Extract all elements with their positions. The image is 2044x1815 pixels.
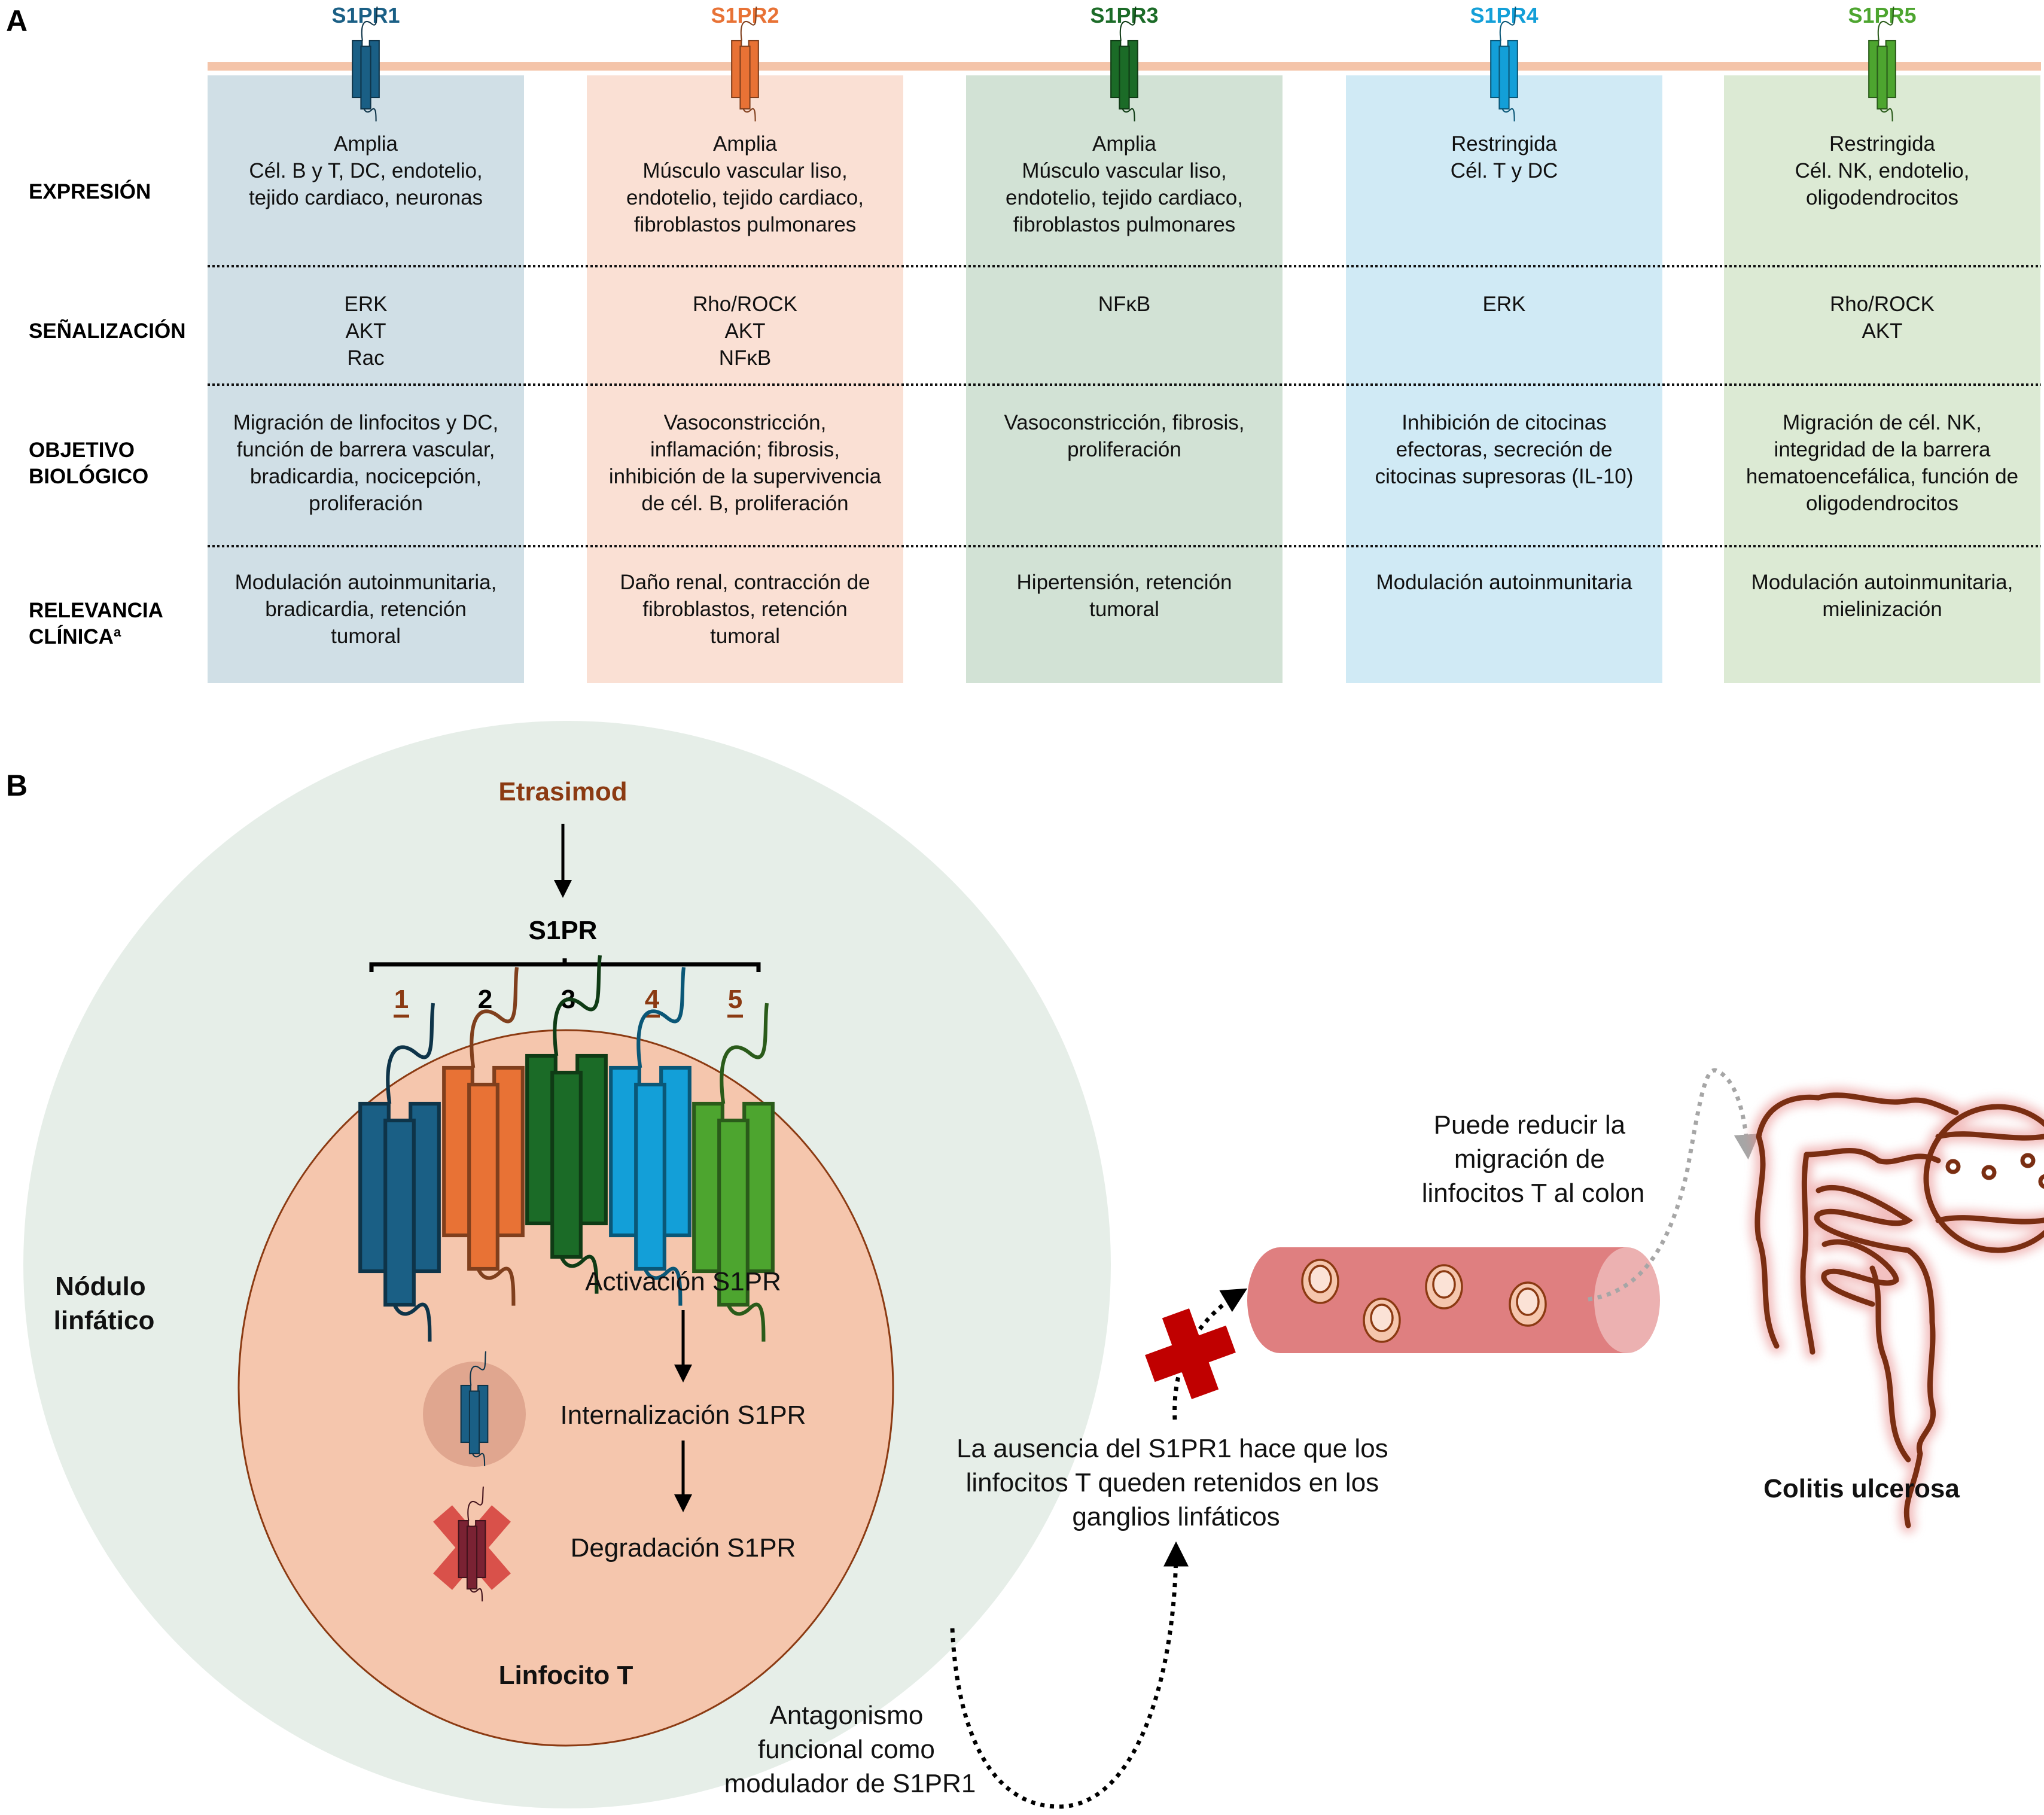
receptor-icon xyxy=(731,6,759,121)
subtype-underline xyxy=(394,1015,409,1018)
endosome-vesicle-icon xyxy=(423,1351,526,1467)
receptor-icon xyxy=(352,6,380,121)
antagonism-text: Antagonismo funcional como modulador de … xyxy=(724,1701,976,1798)
colon-outline xyxy=(1814,1184,1914,1253)
panel-a: A EXPRESIÓN SEÑALIZACIÓN OBJETIVO BIOLÓG… xyxy=(6,3,2041,683)
membrane-receptor-3 xyxy=(525,955,608,1294)
cell-clinical: Modulación autoinmunitaria,mielinización xyxy=(1751,571,2013,621)
panel-b: B Nódulo linfático Linfocito T Etrasimod… xyxy=(6,721,2044,1809)
colon-outline xyxy=(1754,1092,1959,1349)
cell-signaling: NFκB xyxy=(1098,293,1151,316)
subtype-number: 2 xyxy=(478,985,492,1014)
receptor-column-s1pr2 xyxy=(587,75,903,683)
subtype-number: 5 xyxy=(728,985,742,1014)
retention-text: La ausencia del S1PR1 hace que los linfo… xyxy=(956,1434,1396,1531)
row-labels: EXPRESIÓN SEÑALIZACIÓN OBJETIVO BIOLÓGIC… xyxy=(29,179,186,648)
row-label-objetivo: OBJETIVO BIOLÓGICO xyxy=(29,438,148,488)
receptor-header: S1PR3 xyxy=(1090,3,1158,28)
lymphocyte-in-vessel xyxy=(1425,1264,1463,1310)
subtype-bracket xyxy=(369,958,761,972)
receptor-header: S1PR4 xyxy=(1470,3,1538,28)
receptor-icon xyxy=(1110,6,1138,121)
receptor-header: S1PR2 xyxy=(711,3,779,28)
cell-objective: Vasoconstricción,inflamación; fibrosis,i… xyxy=(609,411,882,515)
membrane-receptor-4 xyxy=(609,967,692,1306)
subtype-number: 1 xyxy=(394,985,409,1014)
colon-outline xyxy=(1804,1147,1941,1165)
dotted-arrow-antagonism xyxy=(950,1541,1189,1809)
membrane-receptor-5 xyxy=(692,1003,775,1342)
cell-signaling: ERK xyxy=(1483,293,1526,316)
colon-outline xyxy=(1935,1131,2044,1141)
lymphocyte-in-vessel xyxy=(1363,1298,1401,1343)
cell-objective: Migración de linfocitos y DC,función de … xyxy=(233,411,499,515)
row-dividers xyxy=(208,265,2041,547)
receptor-icon xyxy=(1490,6,1518,121)
row-label-relevancia: RELEVANCIA CLÍNICAa xyxy=(29,599,168,648)
membrane-receptor-2 xyxy=(442,967,525,1306)
colon-outline xyxy=(1935,1215,2044,1225)
step-degradation: Degradación S1PR xyxy=(571,1533,796,1563)
mucosal-ulcer xyxy=(2038,1174,2044,1189)
degraded-receptor-x-icon xyxy=(433,1486,511,1601)
receptor-header: S1PR1 xyxy=(331,3,400,28)
receptor-column-s1pr1 xyxy=(208,75,524,683)
migration-text: Puede reducir la migración de linfocitos… xyxy=(1422,1110,1645,1208)
subtype-number: 4 xyxy=(645,985,660,1014)
receptor-family-label: S1PR xyxy=(529,916,598,945)
lymph-node-label: Nódulo linfático xyxy=(54,1272,155,1335)
disease-label: Colitis ulcerosa xyxy=(1763,1474,1960,1503)
mucosal-ulcer xyxy=(1981,1165,1997,1180)
membrane-receptor-1 xyxy=(358,1003,441,1342)
colon-outline xyxy=(1869,1265,1911,1463)
receptor-column-s1pr5 xyxy=(1724,75,2040,683)
receptor-icon xyxy=(1868,6,1896,121)
degraded-receptor xyxy=(458,1486,486,1601)
lymphocyte-in-vessel xyxy=(1301,1259,1339,1304)
blood-vessel-icon xyxy=(1247,1247,1660,1353)
cell-clinical: Modulación autoinmunitaria xyxy=(1376,571,1632,594)
panel-a-label: A xyxy=(6,4,28,38)
receptor-header: S1PR5 xyxy=(1848,3,1916,28)
colon-outline xyxy=(1923,1104,2044,1253)
t-lymphocyte-label: Linfocito T xyxy=(499,1661,633,1690)
receptor-column-s1pr4 xyxy=(1346,75,1662,683)
receptor-column-s1pr3 xyxy=(966,75,1283,683)
cell-objective: Migración de cél. NK,integridad de la ba… xyxy=(1746,411,2018,515)
cell-clinical: Modulación autoinmunitaria,bradicardia, … xyxy=(235,571,497,648)
colon-outline xyxy=(1800,1152,1815,1355)
subtype-underline xyxy=(644,1015,660,1018)
row-label-senalizacion: SEÑALIZACIÓN xyxy=(29,319,186,343)
mucosal-ulcer xyxy=(1945,1159,1961,1174)
inflamed-colon-icon xyxy=(1749,1087,2044,1533)
step-activation: Activación S1PR xyxy=(585,1267,781,1296)
colon-outline xyxy=(1903,1247,1936,1528)
drug-label-etrasimod: Etrasimod xyxy=(498,777,627,806)
colon-outline xyxy=(1821,1239,1899,1307)
receptor-columns xyxy=(208,75,2040,683)
internalized-receptor-icon xyxy=(460,1351,489,1466)
cell-objective: Vasoconstricción, fibrosis,proliferación xyxy=(1004,411,1244,461)
membrane-receptors xyxy=(358,955,775,1342)
step-internalization: Internalización S1PR xyxy=(560,1400,806,1430)
row-label-expresion: EXPRESIÓN xyxy=(29,179,151,203)
panel-b-label: B xyxy=(6,769,28,802)
lymphocyte-in-vessel xyxy=(1509,1281,1547,1327)
blocked-cross-icon xyxy=(1145,1308,1236,1399)
subtype-underline xyxy=(727,1015,743,1018)
mucosal-ulcer xyxy=(2020,1153,2036,1168)
